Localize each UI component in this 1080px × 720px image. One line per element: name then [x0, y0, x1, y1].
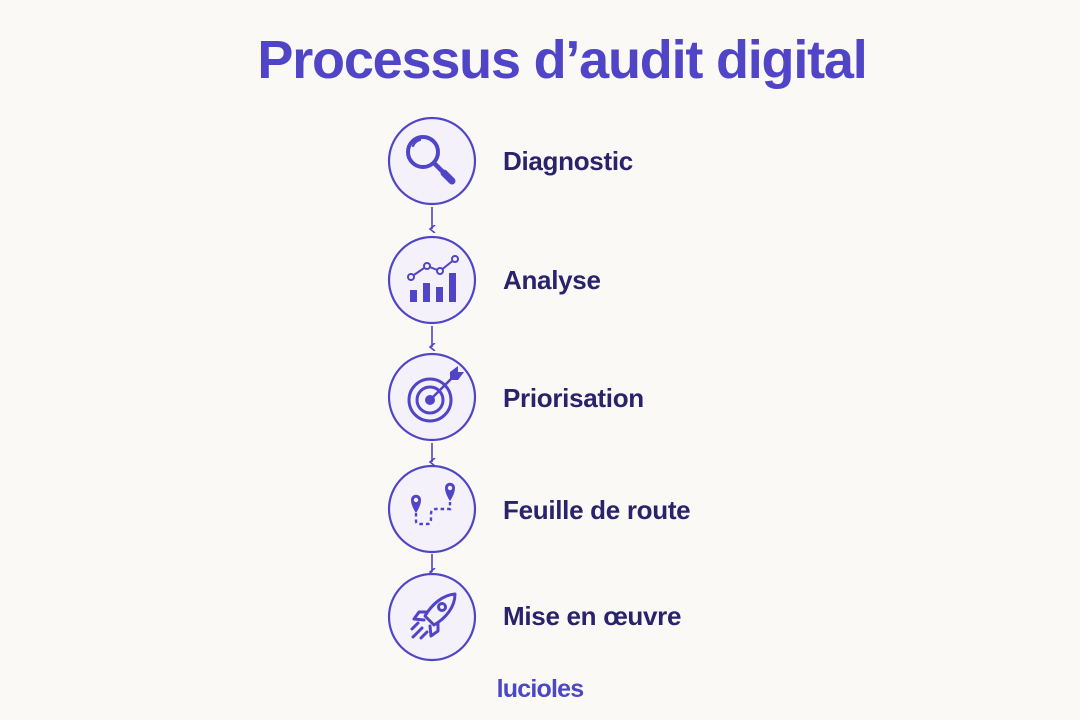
step-node-priorisation	[387, 352, 477, 442]
magnifier-icon	[406, 135, 456, 185]
step-node-feuille-de-route	[387, 464, 477, 554]
route-pins-icon	[411, 482, 455, 526]
step-node-diagnostic	[387, 116, 477, 206]
step-label-diagnostic: Diagnostic	[503, 146, 633, 176]
step-node-mise-en-oeuvre	[387, 572, 477, 662]
step-node-analyse	[387, 235, 477, 325]
step-label-mise-en-oeuvre: Mise en œuvre	[503, 601, 682, 631]
step-label-priorisation: Priorisation	[503, 383, 644, 413]
diagram-title: Processus d’audit digital	[257, 30, 867, 90]
step-label-analyse: Analyse	[503, 265, 601, 295]
rocket-icon	[410, 592, 457, 640]
target-arrow-icon	[407, 366, 464, 423]
brand-logo: lucioles	[496, 675, 585, 703]
step-label-feuille-de-route: Feuille de route	[503, 495, 691, 525]
bar-chart-trend-icon	[407, 255, 459, 302]
